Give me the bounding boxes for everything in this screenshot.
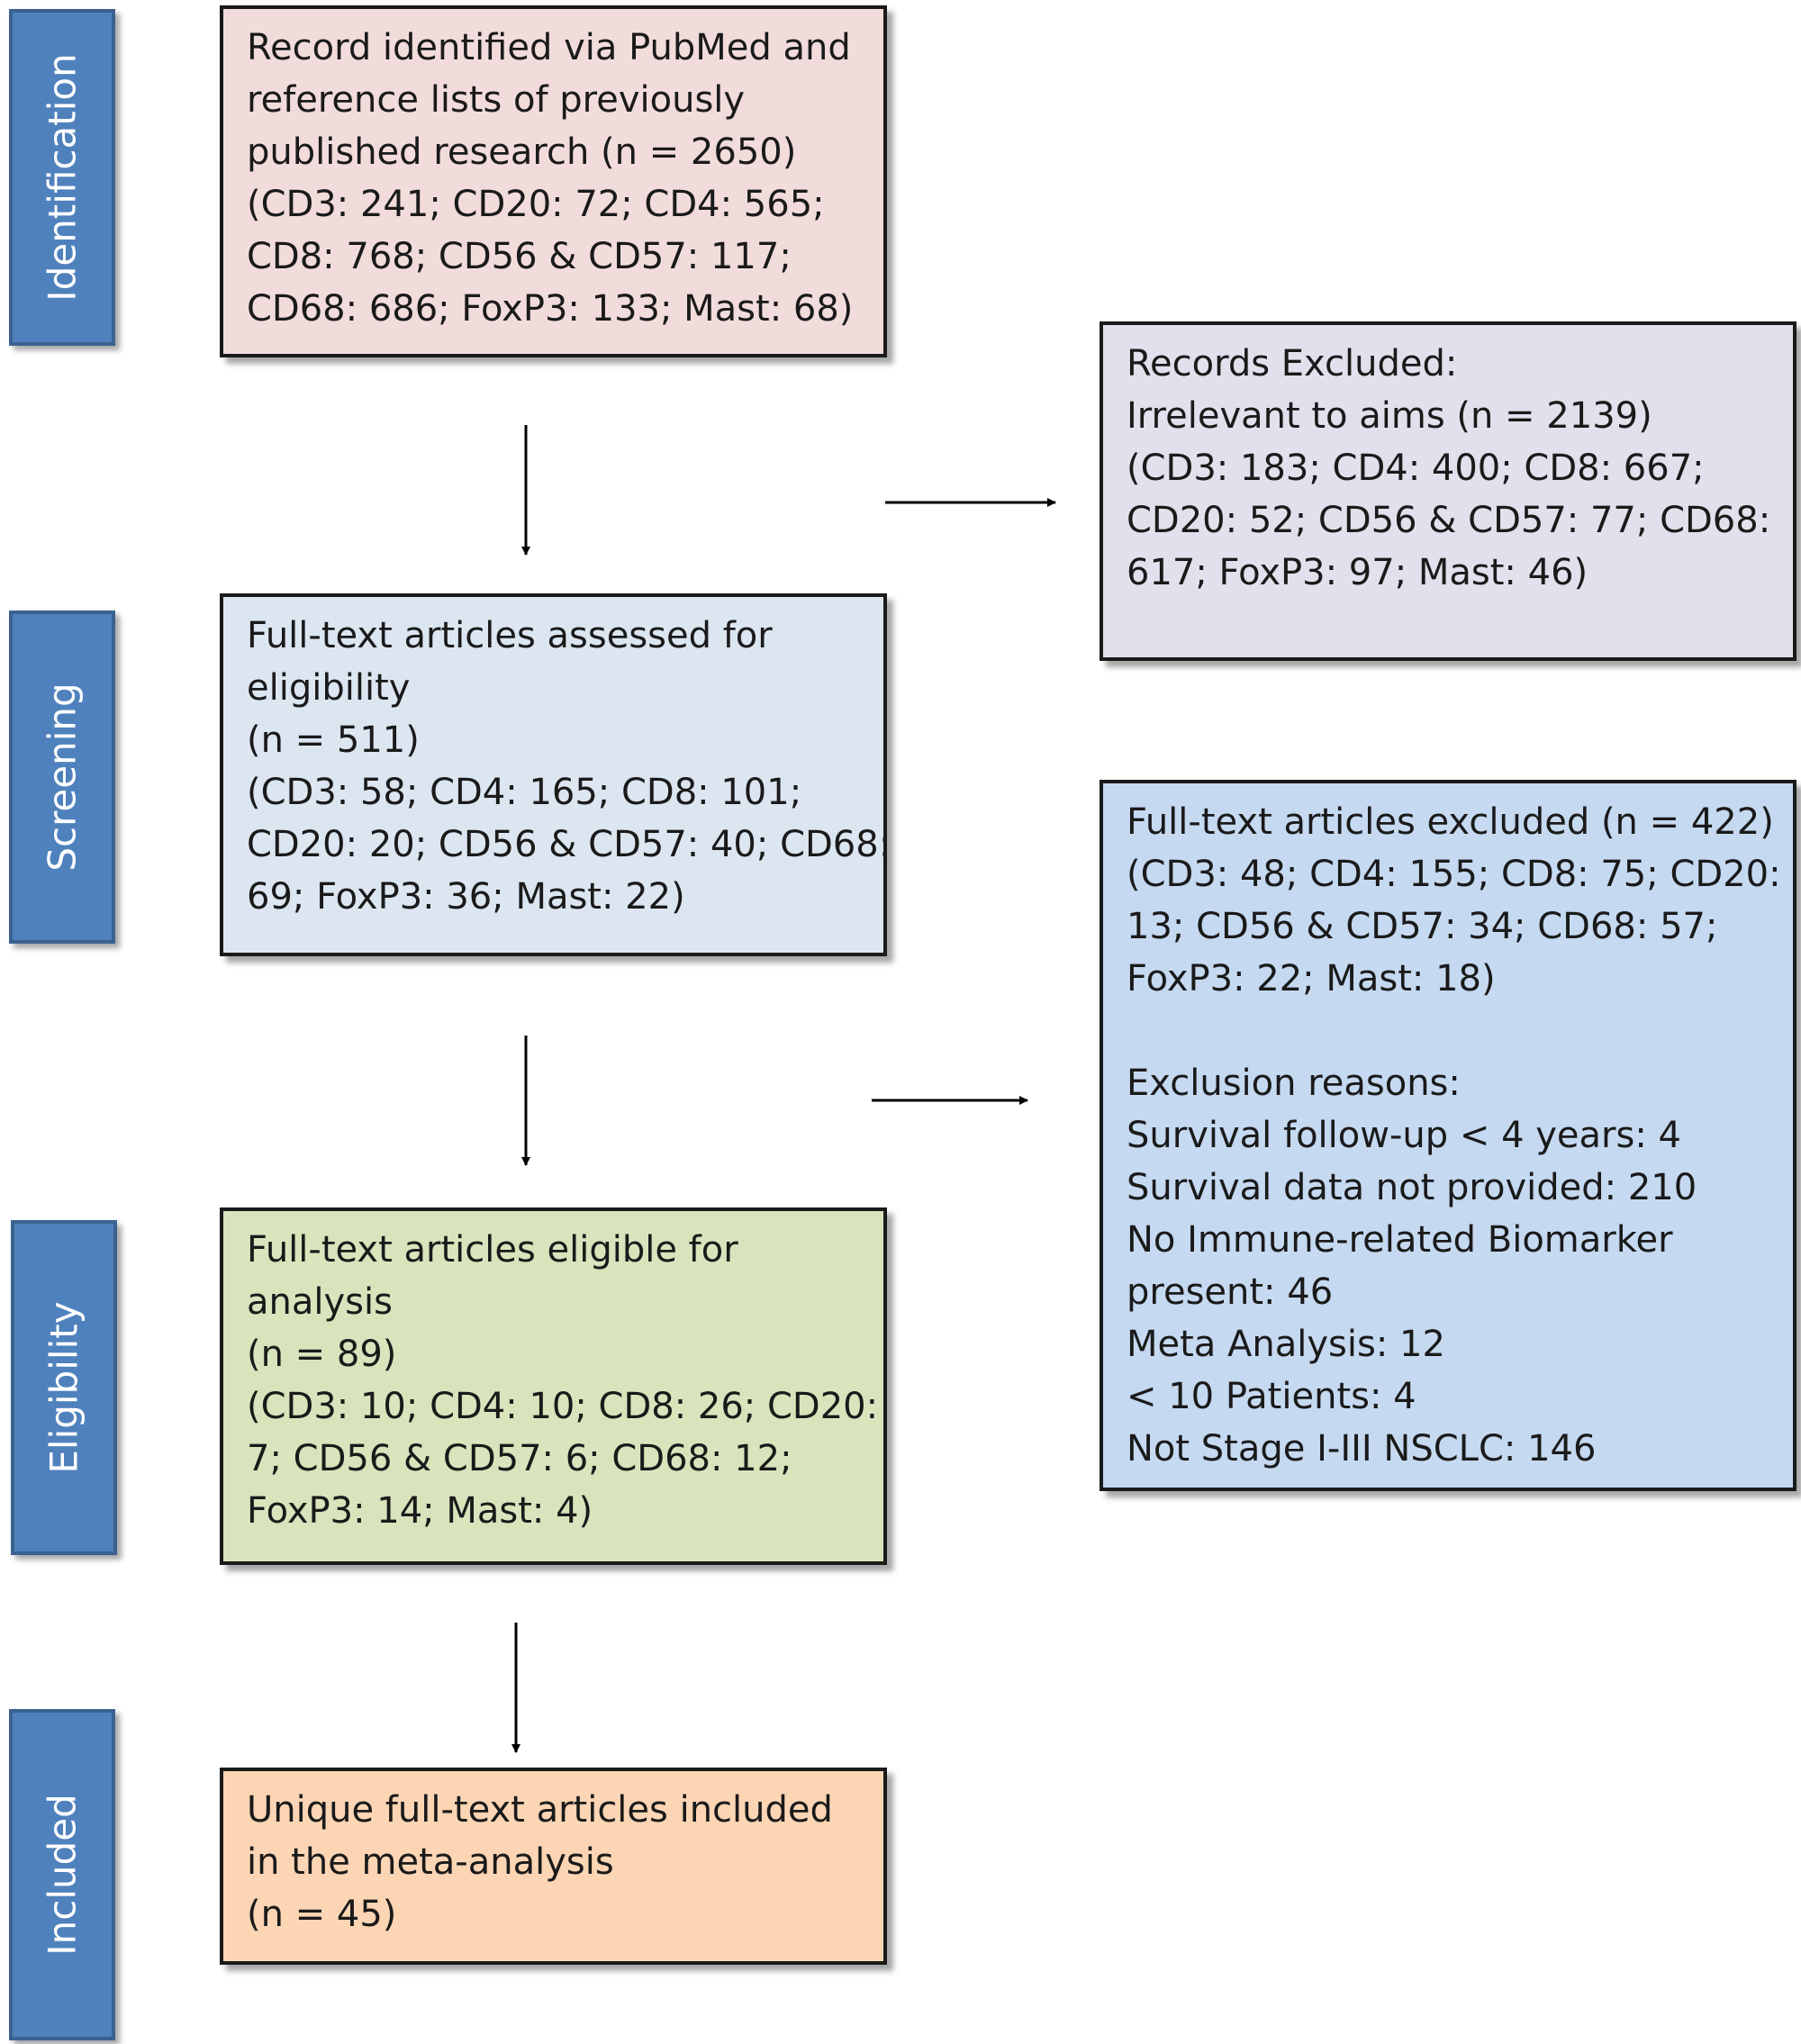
box-line: FoxP3: 22; Mast: 18) bbox=[1127, 958, 1496, 999]
fulltext-eligible-box: Full-text articles eligible for analysis… bbox=[220, 1207, 887, 1565]
box-line: reference lists of previously bbox=[247, 79, 746, 121]
exclusion-reason: No Immune-related Biomarker bbox=[1127, 1219, 1673, 1261]
exclusion-reason: Survival data not provided: 210 bbox=[1127, 1167, 1697, 1208]
exclusion-reason: Survival follow-up < 4 years: 4 bbox=[1127, 1115, 1681, 1156]
box-line: (n = 511) bbox=[247, 719, 420, 761]
exclusion-reason: Not Stage I-III NSCLC: 146 bbox=[1127, 1428, 1597, 1470]
box-line: (CD3: 183; CD4: 400; CD8: 667; bbox=[1127, 448, 1705, 489]
stage-included: Included bbox=[9, 1709, 115, 2040]
exclusion-reason: Exclusion reasons: bbox=[1127, 1063, 1461, 1104]
box-line: (CD3: 241; CD20: 72; CD4: 565; bbox=[247, 184, 825, 225]
box-line: (n = 45) bbox=[247, 1894, 397, 1935]
exclusion-reason: present: 46 bbox=[1127, 1271, 1334, 1313]
box-line: (CD3: 48; CD4: 155; CD8: 75; CD20: bbox=[1127, 854, 1781, 895]
box-line: (CD3: 58; CD4: 165; CD8: 101; bbox=[247, 772, 802, 813]
box-line: CD20: 52; CD56 & CD57: 77; CD68: bbox=[1127, 500, 1771, 541]
box-line: Full-text articles eligible for bbox=[247, 1229, 738, 1271]
exclusion-reason: < 10 Patients: 4 bbox=[1127, 1376, 1416, 1417]
stage-screening: Screening bbox=[9, 610, 115, 944]
box-line: Record identified via PubMed and bbox=[247, 27, 851, 68]
fulltext-excluded-box: Full-text articles excluded (n = 422) (C… bbox=[1100, 780, 1796, 1491]
included-box: Unique full-text articles included in th… bbox=[220, 1768, 887, 1965]
box-line: 69; FoxP3: 36; Mast: 22) bbox=[247, 876, 685, 918]
box-line: 13; CD56 & CD57: 34; CD68: 57; bbox=[1127, 906, 1718, 947]
stage-identification: Identification bbox=[9, 9, 115, 346]
box-line: Full-text articles excluded (n = 422) bbox=[1127, 801, 1774, 843]
box-line: CD8: 768; CD56 & CD57: 117; bbox=[247, 236, 792, 277]
records-identified-box: Record identified via PubMed and referen… bbox=[220, 5, 887, 357]
box-line: eligibility bbox=[247, 667, 411, 709]
exclusion-reason: Meta Analysis: 12 bbox=[1127, 1324, 1445, 1365]
box-line: Unique full-text articles included bbox=[247, 1789, 833, 1831]
records-excluded-box: Records Excluded: Irrelevant to aims (n … bbox=[1100, 321, 1796, 661]
box-line: Records Excluded: bbox=[1127, 343, 1458, 384]
box-line: 7; CD56 & CD57: 6; CD68: 12; bbox=[247, 1438, 792, 1479]
box-line: Irrelevant to aims (n = 2139) bbox=[1127, 395, 1652, 437]
box-line: published research (n = 2650) bbox=[247, 131, 797, 173]
box-line: analysis bbox=[247, 1281, 393, 1323]
box-line: 617; FoxP3: 97; Mast: 46) bbox=[1127, 552, 1588, 593]
box-line: (n = 89) bbox=[247, 1334, 397, 1375]
box-line: in the meta-analysis bbox=[247, 1841, 614, 1883]
stage-eligibility: Eligibility bbox=[11, 1220, 117, 1555]
box-line: FoxP3: 14; Mast: 4) bbox=[247, 1490, 593, 1532]
box-line: CD68: 686; FoxP3: 133; Mast: 68) bbox=[247, 288, 854, 330]
box-line: Full-text articles assessed for bbox=[247, 615, 773, 656]
box-line: CD20: 20; CD56 & CD57: 40; CD68: bbox=[247, 824, 891, 865]
box-line: (CD3: 10; CD4: 10; CD8: 26; CD20: bbox=[247, 1386, 879, 1427]
fulltext-assessed-box: Full-text articles assessed for eligibil… bbox=[220, 593, 891, 956]
